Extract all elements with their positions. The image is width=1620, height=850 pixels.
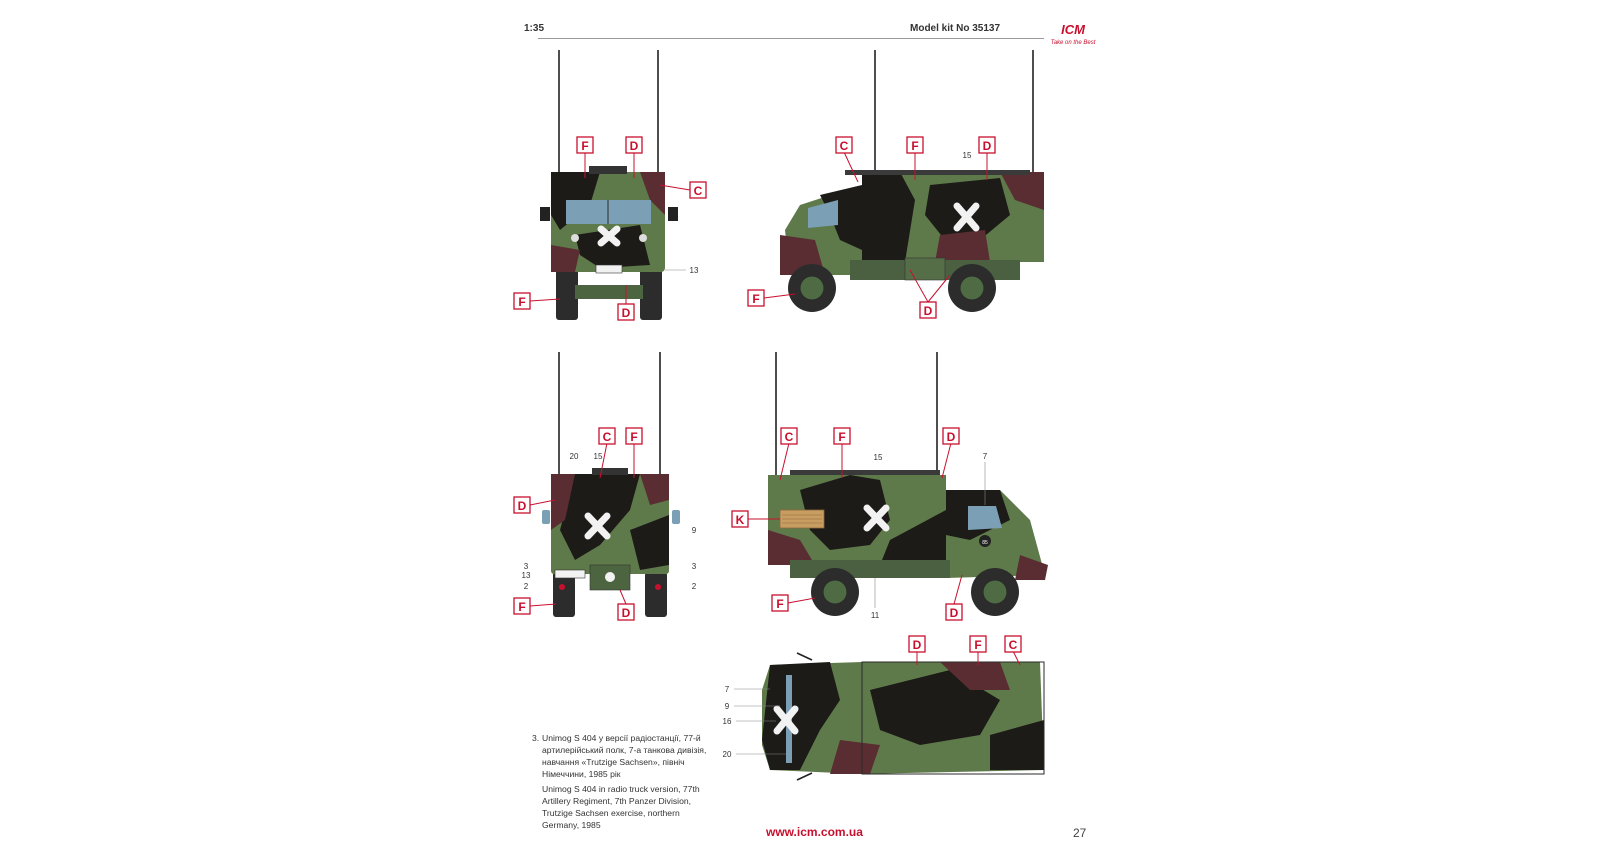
logo-tagline: Take on the Best (1050, 40, 1096, 46)
top-label-f: F (974, 638, 981, 652)
page-number: 27 (1073, 826, 1087, 840)
rear-tire-right (645, 572, 667, 617)
rear-decal-2-right: 2 (692, 582, 697, 591)
front-mirror-left (540, 207, 550, 221)
right-label-f-top: F (838, 430, 845, 444)
icm-logo: ICM Take on the Best (1047, 20, 1099, 52)
front-tire-right (640, 265, 662, 320)
rear-view: C F 20 15 D 9 3 13 2 3 2 F D (513, 352, 697, 621)
left-label-d-bottom: D (924, 304, 933, 318)
right-side-view: 85 C F D 15 7 K F (731, 352, 1048, 621)
rear-label-d-bottom: D (622, 606, 631, 620)
front-label-d-bottom: D (622, 306, 631, 320)
top-decal-16: 16 (723, 717, 732, 726)
front-plate (595, 264, 623, 274)
front-view: F D C F D 13 (513, 50, 707, 321)
front-mirror-right (668, 207, 678, 221)
kit-number-label: Model kit No 35137 (910, 23, 1001, 34)
header-divider (538, 38, 1044, 39)
left-label-f-top: F (911, 139, 918, 153)
right-decal-11: 11 (871, 611, 880, 620)
rear-label-f-top: F (630, 430, 637, 444)
right-cab-badge (979, 535, 991, 547)
rear-tire-left (553, 572, 575, 617)
front-label-f-top: F (581, 139, 588, 153)
left-label-c: C (840, 139, 849, 153)
cab-badge-text: 85 (982, 540, 988, 546)
left-side-view: C F D 15 F D (747, 50, 1044, 319)
rear-decal-3-right: 3 (692, 562, 697, 571)
left-decal-15: 15 (963, 151, 972, 160)
front-decal-13: 13 (690, 266, 699, 275)
top-view: D F C 7 9 16 20 (723, 635, 1045, 781)
right-label-d-bottom: D (950, 606, 959, 620)
logo-text: ICM (1061, 22, 1085, 37)
left-label-f-bottom: F (752, 292, 759, 306)
caption-number: 3. (532, 733, 540, 743)
rear-plate (554, 569, 586, 579)
rear-mirror-left (542, 510, 550, 524)
rear-mirror-right (672, 510, 680, 524)
rear-decal-15: 15 (594, 452, 603, 461)
rear-decal-3-left: 3 (524, 562, 529, 571)
rear-decal-13: 13 (522, 571, 531, 580)
right-label-d-top: D (947, 430, 956, 444)
front-label-f-left: F (518, 295, 525, 309)
top-label-c: C (1009, 638, 1018, 652)
top-decal-7: 7 (725, 685, 730, 694)
left-cab-window (808, 200, 838, 228)
right-decal-7: 7 (983, 452, 988, 461)
scheme-caption: 3. Unimog S 404 у версії радіостанції, 7… (532, 732, 712, 831)
rear-label-d-left: D (518, 499, 527, 513)
front-label-d-top: D (630, 139, 639, 153)
rear-label-c: C (603, 430, 612, 444)
right-cab-window (968, 506, 1002, 530)
footer-url[interactable]: www.icm.com.ua (766, 825, 863, 839)
top-decal-20: 20 (723, 750, 732, 759)
right-label-f-bottom: F (776, 597, 783, 611)
front-label-c: C (694, 184, 703, 198)
right-decal-15: 15 (874, 453, 883, 462)
top-decal-9: 9 (725, 702, 730, 711)
rear-decal-20: 20 (570, 452, 579, 461)
front-tire-left (556, 265, 578, 320)
rear-decal-2-left: 2 (524, 582, 529, 591)
right-label-k: K (736, 513, 745, 527)
top-label-d: D (913, 638, 922, 652)
caption-ukrainian: Unimog S 404 у версії радіостанції, 77-й… (542, 733, 707, 779)
caption-english: Unimog S 404 in radio truck version, 77t… (542, 784, 700, 830)
rear-decal-9: 9 (692, 526, 697, 535)
scale-label: 1:35 (524, 23, 545, 34)
rear-label-f-left: F (518, 600, 525, 614)
right-label-c: C (785, 430, 794, 444)
front-roof-rack (589, 166, 627, 174)
left-label-d-top: D (983, 139, 992, 153)
